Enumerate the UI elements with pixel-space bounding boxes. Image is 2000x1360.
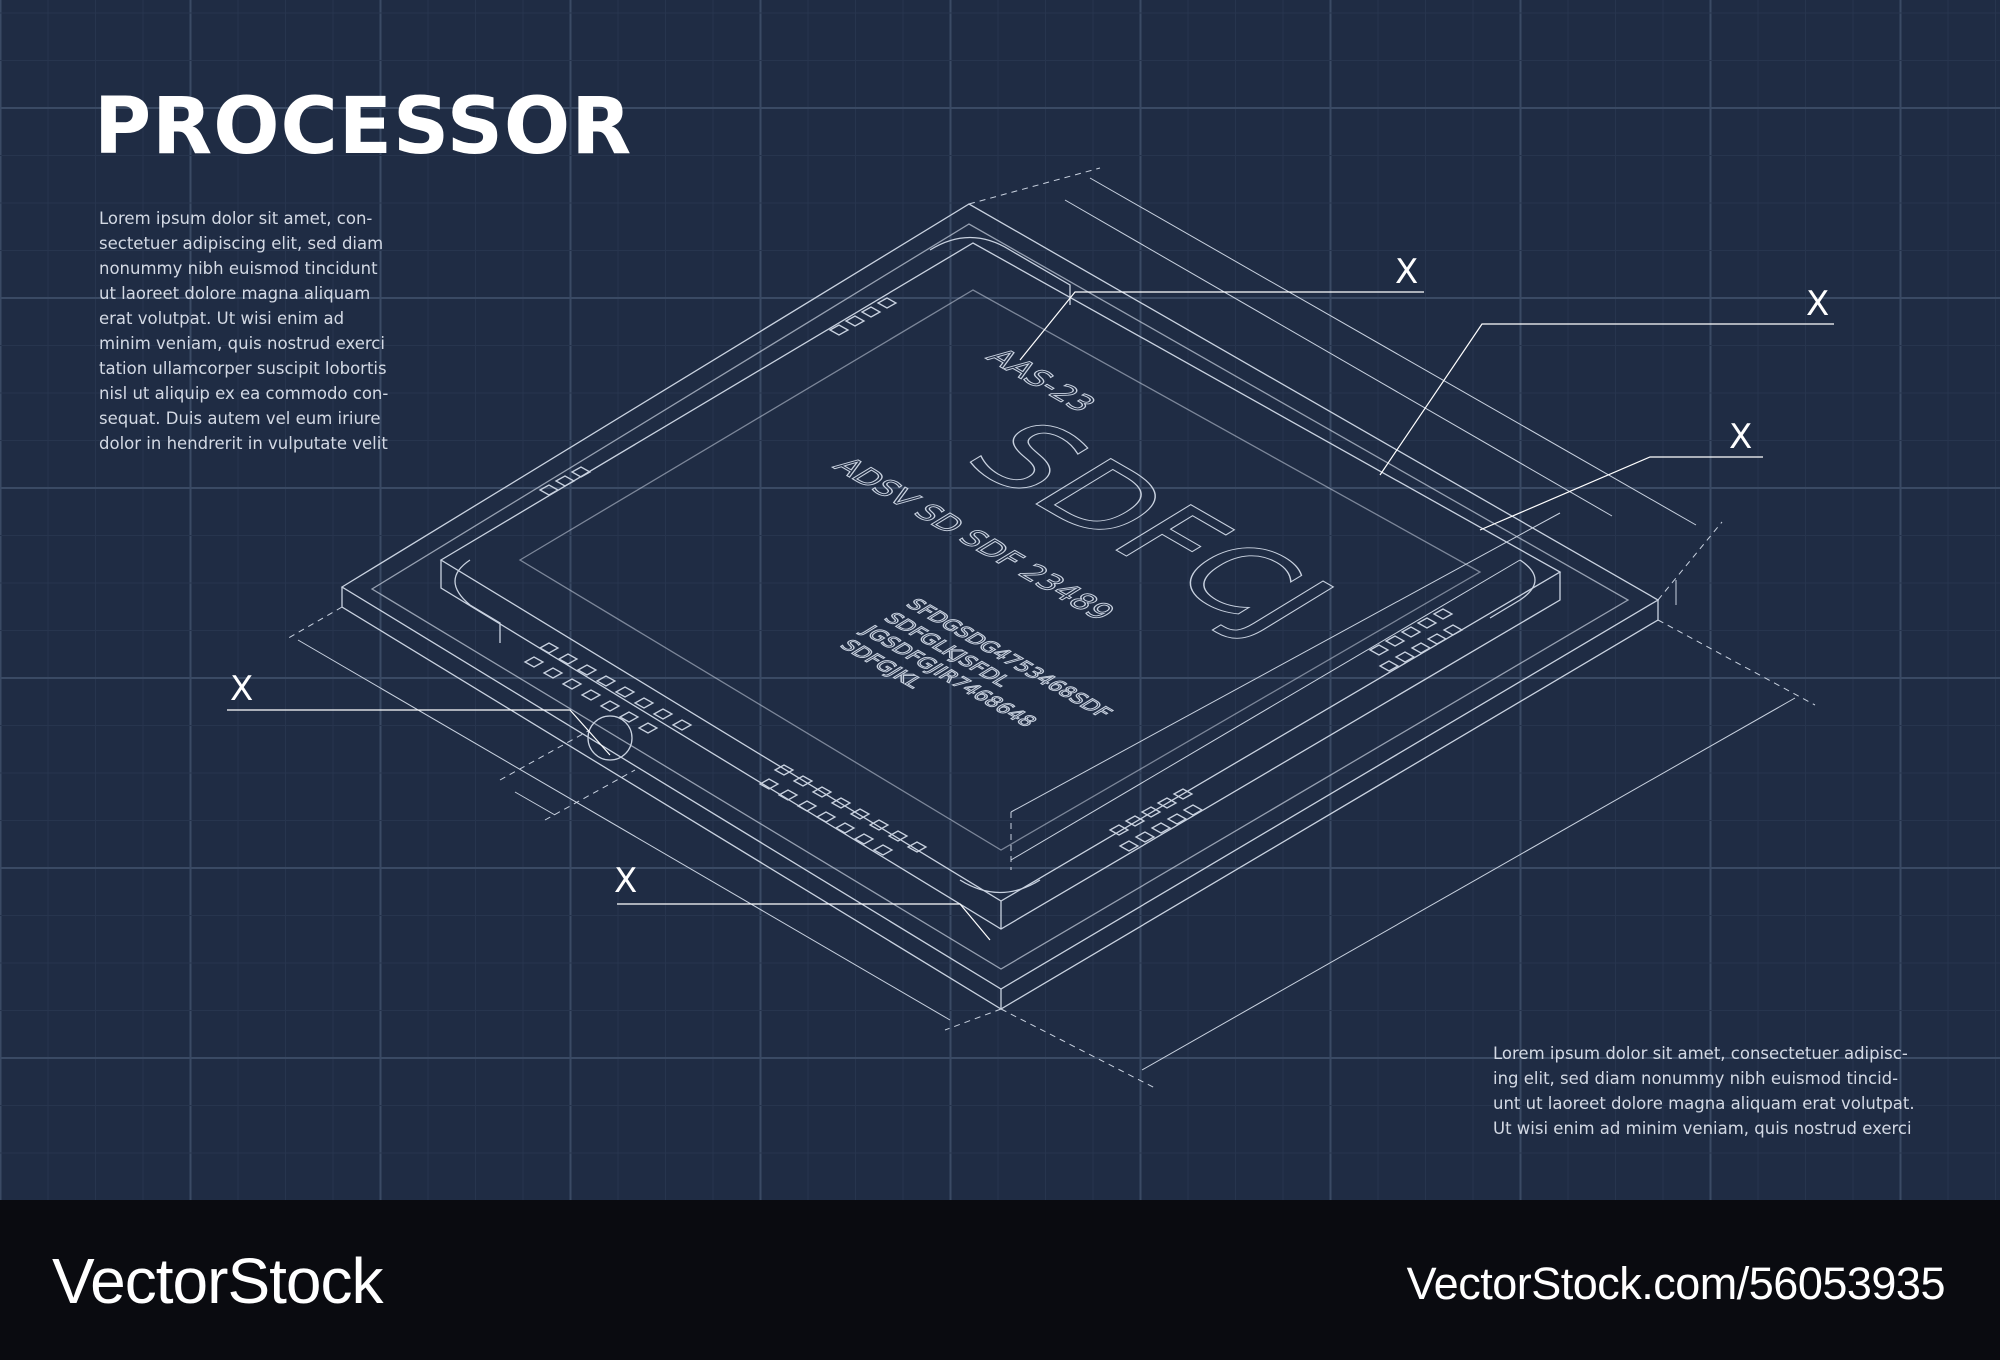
callout-label: X bbox=[614, 861, 638, 901]
text-line: minim veniam, quis nostrud exerci bbox=[99, 334, 385, 353]
contact-pad bbox=[538, 642, 560, 654]
contact-pad bbox=[1166, 813, 1188, 825]
text-line: nisl ut aliquip ex ea commodo con- bbox=[99, 384, 389, 403]
text-line: Ut wisi enim ad minim veniam, quis nostr… bbox=[1493, 1119, 1912, 1138]
grid bbox=[0, 0, 2000, 1200]
contact-pad bbox=[652, 708, 674, 720]
chip-model-code: AAS-23 bbox=[978, 344, 1103, 417]
contact-pad bbox=[1368, 644, 1390, 656]
contact-pad bbox=[1140, 806, 1162, 818]
footer-bar: VectorStock VectorStock.com/56053935 bbox=[0, 1200, 2000, 1360]
contact-pad bbox=[758, 778, 780, 790]
contact-pads bbox=[523, 297, 1464, 856]
contact-pad bbox=[811, 786, 833, 798]
footer-brand-logo: VectorStock bbox=[52, 1245, 383, 1317]
contact-pad bbox=[1400, 626, 1422, 638]
dimension-lines bbox=[284, 167, 1816, 1089]
contact-pad bbox=[830, 797, 852, 809]
callout-label: X bbox=[230, 669, 254, 709]
contact-pad bbox=[1410, 642, 1432, 654]
contact-pad bbox=[815, 811, 837, 823]
text-line: Lorem ipsum dolor sit amet, consectetuer… bbox=[1493, 1044, 1908, 1063]
contact-pad bbox=[599, 700, 621, 712]
contact-pad bbox=[796, 800, 818, 812]
contact-pad bbox=[844, 315, 866, 327]
contact-pad bbox=[872, 844, 894, 856]
contact-pad bbox=[1394, 651, 1416, 663]
blueprint-canvas: AAS-23 SDFCJ ADSV SD SDF 23489 SFDGSDG47… bbox=[0, 0, 2000, 1200]
contact-pad bbox=[868, 819, 890, 831]
text-line: Lorem ipsum dolor sit amet, con- bbox=[99, 209, 373, 228]
text-line: unt ut laoreet dolore magna aliquam erat… bbox=[1493, 1094, 1915, 1113]
callout-label: X bbox=[1395, 252, 1419, 292]
contact-pad bbox=[554, 475, 576, 487]
contact-pad bbox=[1378, 660, 1400, 672]
contact-pad bbox=[1124, 815, 1146, 827]
contact-pad bbox=[853, 833, 875, 845]
contact-pad bbox=[1432, 608, 1454, 620]
contact-pad bbox=[1442, 624, 1464, 636]
contact-pad bbox=[576, 664, 598, 676]
contact-pad bbox=[906, 841, 928, 853]
contact-pad bbox=[876, 297, 898, 309]
contact-pad bbox=[773, 764, 795, 776]
contact-pad bbox=[580, 689, 602, 701]
text-line: dolor in hendrerit in vulputate velit bbox=[99, 434, 388, 453]
contact-pad bbox=[618, 711, 640, 723]
contact-pad bbox=[570, 466, 592, 478]
contact-pad bbox=[557, 653, 579, 665]
text-line: ut laoreet dolore magna aliquam bbox=[99, 284, 371, 303]
text-line: sectetuer adipiscing elit, sed diam bbox=[99, 234, 384, 253]
contact-pad bbox=[614, 686, 636, 698]
contact-pad bbox=[1134, 831, 1156, 843]
footer-url: VectorStock.com/56053935 bbox=[1406, 1258, 1946, 1309]
contact-pad bbox=[1156, 797, 1178, 809]
contact-pad bbox=[834, 822, 856, 834]
callout-leaders bbox=[227, 291, 1834, 941]
text-line: sequat. Duis autem vel eum iriure bbox=[99, 409, 381, 428]
chip-substrate-top bbox=[340, 203, 1660, 990]
contact-pad bbox=[542, 667, 564, 679]
contact-pad bbox=[777, 789, 799, 801]
contact-pad bbox=[1426, 633, 1448, 645]
contact-pad bbox=[792, 775, 814, 787]
processor-blueprint: AAS-23 SDFCJ ADSV SD SDF 23489 SFDGSDG47… bbox=[0, 0, 2000, 1200]
contact-pad bbox=[595, 675, 617, 687]
chip-die-side bbox=[440, 560, 1561, 930]
contact-pad bbox=[561, 678, 583, 690]
left-description: Lorem ipsum dolor sit amet, con- sectetu… bbox=[99, 206, 388, 456]
contact-pad bbox=[1384, 635, 1406, 647]
callout-label: X bbox=[1806, 284, 1830, 324]
chip-drawing: AAS-23 SDFCJ ADSV SD SDF 23489 SFDGSDG47… bbox=[227, 167, 1834, 1089]
page-title: PROCESSOR bbox=[94, 82, 633, 172]
contact-pad bbox=[1108, 824, 1130, 836]
contact-pad bbox=[1118, 840, 1140, 852]
contact-pad bbox=[1182, 804, 1204, 816]
contact-pad bbox=[1172, 788, 1194, 800]
contact-pad bbox=[523, 656, 545, 668]
right-description: Lorem ipsum dolor sit amet, consectetuer… bbox=[1493, 1041, 1915, 1141]
contact-pad bbox=[1150, 822, 1172, 834]
contact-pad bbox=[637, 722, 659, 734]
contact-pad bbox=[1416, 617, 1438, 629]
contact-pad bbox=[887, 830, 909, 842]
text-line: erat volutpat. Ut wisi enim ad bbox=[99, 309, 345, 328]
chip-inner-rim bbox=[370, 223, 1630, 970]
contact-pad bbox=[849, 808, 871, 820]
text-line: tation ullamcorper suscipit lobortis bbox=[99, 359, 387, 378]
text-line: ing elit, sed diam nonummy nibh euismod … bbox=[1493, 1069, 1899, 1088]
contact-pad bbox=[828, 324, 850, 336]
contact-pad bbox=[633, 697, 655, 709]
contact-pad bbox=[538, 484, 560, 496]
contact-pad bbox=[671, 719, 693, 731]
callout-label: X bbox=[1729, 417, 1753, 457]
contact-pad bbox=[860, 306, 882, 318]
text-line: nonummy nibh euismod tincidunt bbox=[99, 259, 378, 278]
